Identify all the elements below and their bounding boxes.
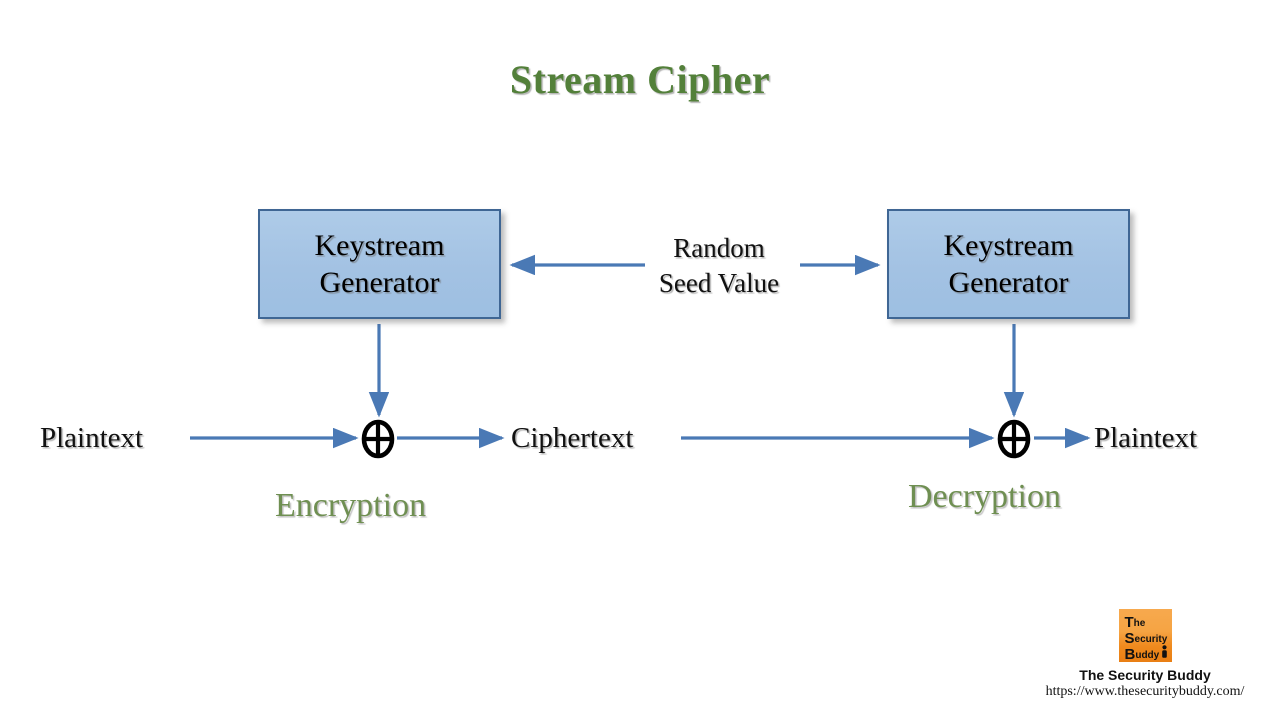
keystream-generator-right-box[interactable]: Keystream Generator: [887, 209, 1130, 319]
person-icon: [1161, 645, 1167, 658]
brand-name: The Security Buddy: [1079, 667, 1211, 683]
logo-line-buddy: Buddy: [1124, 646, 1160, 663]
ciphertext-label: Ciphertext: [511, 422, 634, 454]
brand-url[interactable]: https://www.thesecuritybuddy.com/: [1045, 684, 1245, 699]
plaintext-output-label: Plaintext: [1094, 422, 1198, 454]
keystream-generator-left-box[interactable]: Keystream Generator: [258, 209, 501, 319]
plaintext-input-label: Plaintext: [40, 422, 144, 454]
encryption-section-label: Encryption: [275, 487, 427, 524]
keystream-generator-left-label: Keystream Generator: [314, 228, 445, 300]
random-seed-value-label: Random Seed Value: [658, 233, 780, 299]
page-title: Stream Cipher: [509, 57, 771, 102]
xor-operator-right-icon: [997, 419, 1031, 459]
decryption-section-label: Decryption: [908, 478, 1061, 515]
xor-operator-left-icon: [361, 419, 395, 459]
logo-line-security: Security: [1124, 630, 1168, 647]
keystream-generator-right-label: Keystream Generator: [943, 228, 1074, 300]
brand-watermark: The Security Buddy The Security Buddy ht…: [1021, 609, 1269, 700]
security-buddy-logo-icon: The Security Buddy: [1118, 609, 1172, 663]
logo-line-the: The: [1124, 614, 1146, 631]
